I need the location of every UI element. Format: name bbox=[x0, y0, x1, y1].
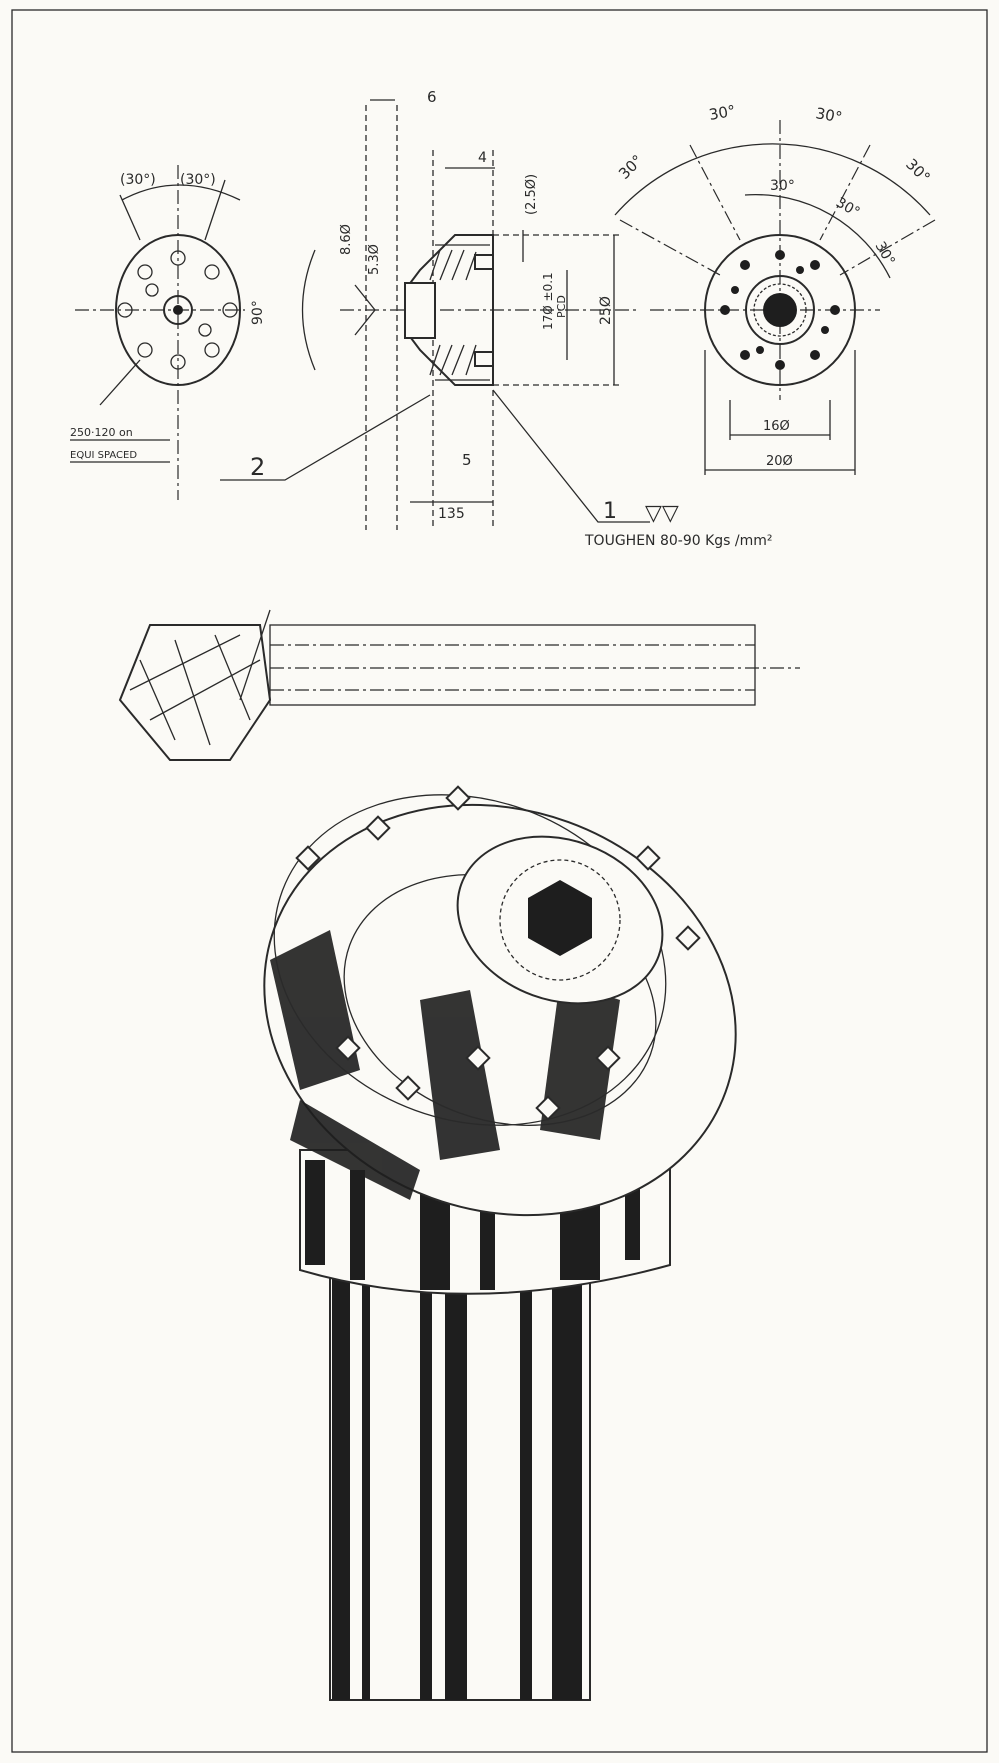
page-frame bbox=[11, 9, 988, 1753]
surface-finish-symbol: ▽▽ bbox=[645, 501, 679, 526]
dim-8-6: 8.6Ø bbox=[339, 224, 354, 255]
material-note: TOUGHEN 80-90 Kgs /mm² bbox=[584, 533, 773, 549]
angle-label-right: (30°) bbox=[180, 172, 216, 188]
dim-20: 20Ø bbox=[766, 454, 793, 469]
section-view: 6 4 (2.5Ø) 8.6Ø 5.3Ø 90° 17Ø ±0.1 PCD 25… bbox=[220, 88, 773, 549]
front-view: (30°) (30°) 250·120 on EQUI SPACED bbox=[70, 165, 245, 500]
holes-note-line1: 250·120 on bbox=[70, 426, 133, 439]
angle-label-6: 30° bbox=[833, 195, 863, 221]
dim-135: 135 bbox=[438, 506, 465, 522]
callout-1: 1 bbox=[603, 499, 617, 524]
angle-label-2: 30° bbox=[814, 104, 843, 126]
angle-label-5: 30° bbox=[770, 178, 795, 194]
angle-label-1: 30° bbox=[708, 102, 737, 124]
dim-6: 6 bbox=[427, 88, 437, 106]
end-view: 30° 30° 30° 30° 30° 30° 30° 16Ø 20Ø bbox=[614, 102, 936, 475]
dim-25: 25Ø bbox=[598, 296, 614, 325]
dim-4: 4 bbox=[478, 150, 487, 166]
holes-note-line2: EQUI SPACED bbox=[70, 450, 137, 461]
dim-5-3: 5.3Ø bbox=[367, 244, 382, 275]
angle-label-left: (30°) bbox=[120, 172, 156, 188]
dim-5: 5 bbox=[462, 451, 472, 469]
angle-90: 90° bbox=[250, 300, 266, 325]
angle-label-3: 30° bbox=[615, 151, 647, 183]
angle-label-7: 30° bbox=[872, 239, 898, 269]
dim-2-5: (2.5Ø) bbox=[524, 174, 539, 215]
cutter-illustration bbox=[263, 785, 737, 1701]
callout-2: 2 bbox=[250, 453, 265, 481]
dim-16: 16Ø bbox=[763, 419, 790, 434]
dim-pcd-label: PCD bbox=[555, 295, 568, 318]
tool-side-view bbox=[118, 609, 800, 761]
dim-pcd-value: 17Ø ±0.1 bbox=[541, 272, 555, 330]
angle-label-4: 30° bbox=[902, 155, 934, 187]
